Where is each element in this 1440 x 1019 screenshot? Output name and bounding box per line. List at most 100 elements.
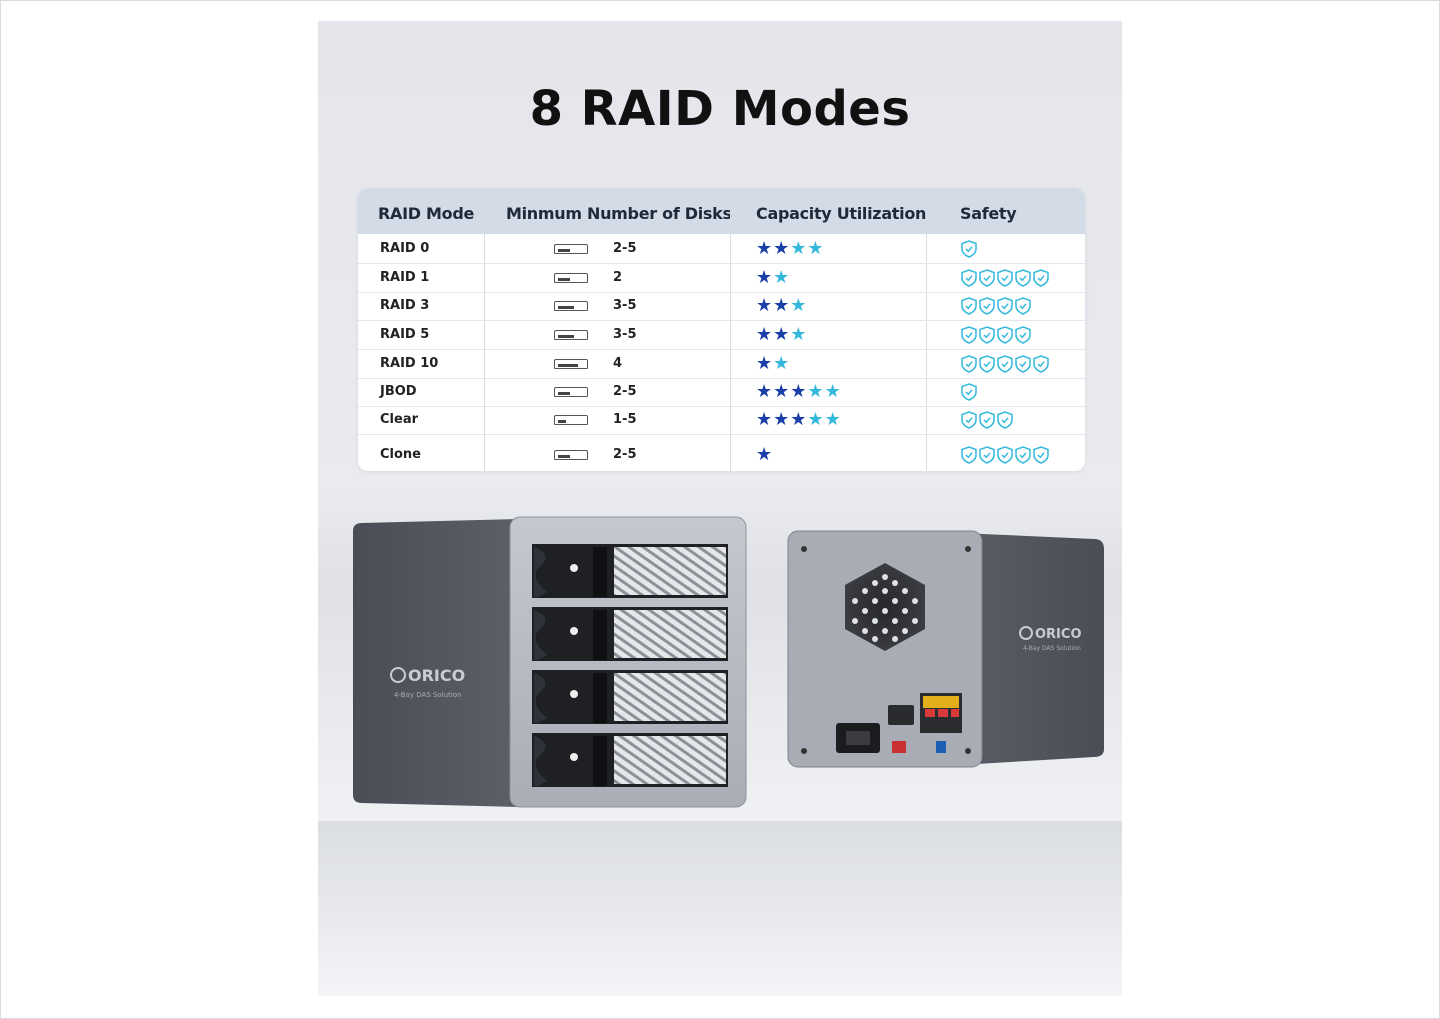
capacity-rating: ★★★ xyxy=(756,296,807,314)
raid-mode-cell: RAID 0 xyxy=(380,241,430,256)
capacity-rating: ★★★★ xyxy=(756,239,825,257)
star-icon: ★ xyxy=(756,353,774,373)
capacity-rating: ★★ xyxy=(756,354,790,372)
table-row: RAID 1 2 ★★ xyxy=(358,264,1085,293)
enclosure-rear-image: ORICO 4-Bay DAS Solution xyxy=(787,530,1104,768)
orico-logo-rear: ORICO 4-Bay DAS Solution xyxy=(1019,626,1082,652)
table-header: RAID Mode Minmum Number of Disks Capacit… xyxy=(358,188,1085,234)
capacity-rating: ★★ xyxy=(756,268,790,286)
star-icon: ★ xyxy=(824,409,842,429)
column-divider xyxy=(926,188,927,471)
shield-icon xyxy=(961,446,977,464)
min-disks-cell: 3-5 xyxy=(613,298,637,313)
enclosure-front-image: ORICO 4-Bay DAS Solution xyxy=(353,516,747,808)
star-icon: ★ xyxy=(807,238,825,258)
table-row: RAID 10 4 ★★ xyxy=(358,350,1085,379)
disk-enclosure-icon xyxy=(554,359,588,369)
column-divider xyxy=(484,188,485,471)
shield-icon xyxy=(961,411,977,429)
svg-text:4-Bay DAS Solution: 4-Bay DAS Solution xyxy=(1023,645,1081,652)
star-icon: ★ xyxy=(790,324,808,344)
disk-enclosure-icon xyxy=(554,450,588,460)
shield-icon xyxy=(979,326,995,344)
min-disks-cell: 2-5 xyxy=(613,384,637,399)
svg-text:ORICO: ORICO xyxy=(1035,627,1082,642)
star-icon: ★ xyxy=(756,295,774,315)
min-disks-cell: 2 xyxy=(613,270,623,285)
star-icon: ★ xyxy=(756,444,774,464)
min-disks-cell: 2-5 xyxy=(613,241,637,256)
star-icon: ★ xyxy=(790,381,808,401)
safety-rating xyxy=(961,446,1049,464)
shield-icon xyxy=(1033,355,1049,373)
shield-icon xyxy=(1033,446,1049,464)
disk-enclosure-icon xyxy=(554,244,588,254)
star-icon: ★ xyxy=(756,381,774,401)
product-poster: 8 RAID Modes RAID Mode Minmum Number of … xyxy=(318,21,1122,996)
shield-icon xyxy=(961,326,977,344)
shield-icon xyxy=(997,269,1013,287)
star-icon: ★ xyxy=(773,381,791,401)
min-disks-cell: 1-5 xyxy=(613,412,637,427)
raid-mode-cell: RAID 5 xyxy=(380,327,430,342)
star-icon: ★ xyxy=(756,267,774,287)
fan-grille xyxy=(852,574,918,642)
star-icon: ★ xyxy=(824,381,842,401)
shield-icon xyxy=(997,411,1013,429)
raid-mode-cell: JBOD xyxy=(380,384,417,399)
header-capacity: Capacity Utilization xyxy=(756,204,927,223)
safety-rating xyxy=(961,240,977,258)
safety-rating xyxy=(961,383,977,401)
svg-text:4-Bay DAS Solution: 4-Bay DAS Solution xyxy=(394,691,461,699)
shield-icon xyxy=(961,383,977,401)
star-icon: ★ xyxy=(773,409,791,429)
raid-mode-cell: RAID 1 xyxy=(380,270,430,285)
safety-rating xyxy=(961,411,1013,429)
star-icon: ★ xyxy=(773,353,791,373)
star-icon: ★ xyxy=(790,238,808,258)
star-icon: ★ xyxy=(756,409,774,429)
header-safety: Safety xyxy=(960,204,1017,223)
shield-icon xyxy=(997,446,1013,464)
shield-icon xyxy=(961,355,977,373)
star-icon: ★ xyxy=(773,238,791,258)
shield-icon xyxy=(1015,269,1031,287)
header-raid-mode: RAID Mode xyxy=(378,204,475,223)
raid-mode-cell: RAID 3 xyxy=(380,298,430,313)
disk-enclosure-icon xyxy=(554,387,588,397)
page-title: 8 RAID Modes xyxy=(529,81,911,137)
floor-reflection xyxy=(318,821,1122,996)
column-divider xyxy=(730,188,731,471)
shield-icon xyxy=(1015,297,1031,315)
raid-mode-cell: RAID 10 xyxy=(380,356,439,371)
disk-enclosure-icon xyxy=(554,415,588,425)
shield-icon xyxy=(997,326,1013,344)
orico-logo-front: ORICO 4-Bay DAS Solution xyxy=(390,666,465,699)
min-disks-cell: 2-5 xyxy=(613,447,637,462)
min-disks-cell: 3-5 xyxy=(613,327,637,342)
shield-icon xyxy=(979,269,995,287)
star-icon: ★ xyxy=(773,267,791,287)
safety-rating xyxy=(961,355,1049,373)
shield-icon xyxy=(1015,326,1031,344)
table-row: RAID 3 3-5 ★★★ xyxy=(358,292,1085,321)
shield-icon xyxy=(979,355,995,373)
shield-icon xyxy=(961,297,977,315)
capacity-rating: ★★★★★ xyxy=(756,410,842,428)
shield-icon xyxy=(1015,355,1031,373)
min-disks-cell: 4 xyxy=(613,356,623,371)
disk-enclosure-icon xyxy=(554,273,588,283)
disk-enclosure-icon xyxy=(554,301,588,311)
shield-icon xyxy=(997,297,1013,315)
shield-icon xyxy=(961,269,977,287)
star-icon: ★ xyxy=(773,295,791,315)
star-icon: ★ xyxy=(756,238,774,258)
safety-rating xyxy=(961,326,1031,344)
svg-text:ORICO: ORICO xyxy=(408,666,465,685)
raid-table: RAID Mode Minmum Number of Disks Capacit… xyxy=(358,188,1085,471)
